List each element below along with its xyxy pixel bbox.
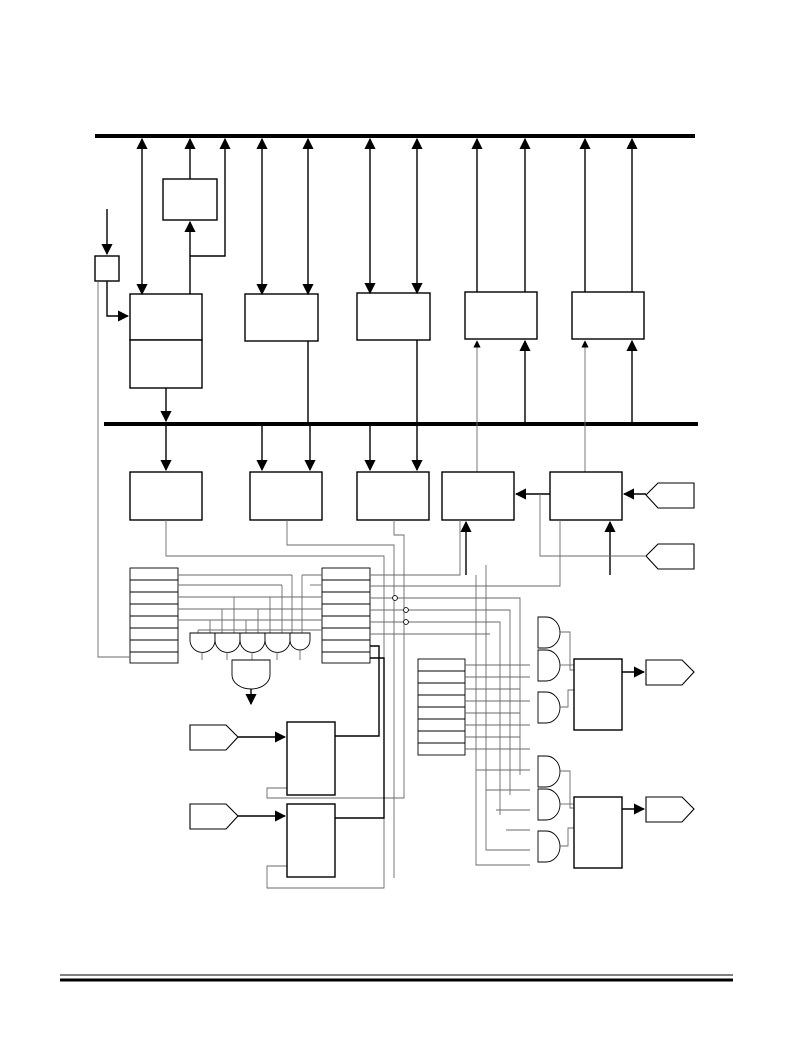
- block-c: [356, 292, 431, 341]
- reg-file-right: [417, 658, 466, 756]
- lower-bus-connections: [160, 424, 646, 575]
- pin-in-1: [645, 482, 695, 509]
- pin-out-2: [645, 796, 695, 823]
- block-j: [549, 471, 623, 521]
- junction-dot: [403, 607, 409, 613]
- pin-in-4: [189, 803, 239, 830]
- pin-in-2: [645, 543, 695, 570]
- right-and-gates: [537, 616, 574, 863]
- block-i: [441, 471, 515, 521]
- block-f: [129, 471, 203, 521]
- pin-in-3: [189, 724, 239, 751]
- pin-out-1: [645, 659, 695, 686]
- junction-dot: [403, 619, 409, 625]
- footer-rule: [60, 974, 733, 982]
- upper-bus-connections: [101, 137, 638, 472]
- block-h: [356, 471, 430, 521]
- prescaler-block: [94, 255, 120, 282]
- block-k: [286, 721, 336, 796]
- block-a-lower: [129, 339, 203, 389]
- reg-file-center: [321, 567, 371, 664]
- small-block: [162, 178, 218, 221]
- and-gate-row: [189, 632, 311, 660]
- block-e: [571, 291, 645, 340]
- block-a-upper: [129, 293, 203, 341]
- block-d: [464, 291, 538, 340]
- junction-dot: [392, 595, 398, 601]
- signal-wiring: [97, 282, 646, 889]
- block-n: [573, 796, 623, 869]
- combining-gate: [231, 659, 271, 690]
- block-m: [573, 658, 623, 731]
- block-g: [249, 471, 323, 521]
- block-l: [286, 803, 336, 878]
- block-b: [244, 293, 319, 342]
- reg-file-left: [129, 567, 179, 664]
